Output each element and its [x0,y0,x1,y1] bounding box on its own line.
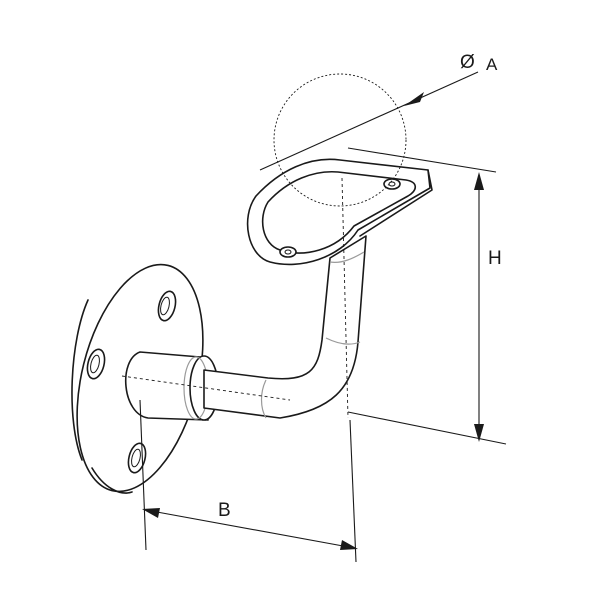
dimension-height: H [347,147,507,445]
rail-saddle [246,158,433,266]
projection-label: B [218,500,231,521]
diameter-label: A [486,55,498,74]
center-lines [121,177,349,419]
diameter-symbol-label: Ø [460,52,475,73]
dimension-diameter: Ø A [259,52,498,171]
height-label: H [488,248,502,269]
flange-hole [157,290,177,322]
dimension-projection: B [139,399,358,563]
handrail-section [273,73,407,207]
flange-hole [127,442,147,474]
bracket-arm [203,235,367,419]
saddle-screw [279,246,297,258]
flange-hole [86,348,106,380]
saddle-screw [383,178,401,190]
